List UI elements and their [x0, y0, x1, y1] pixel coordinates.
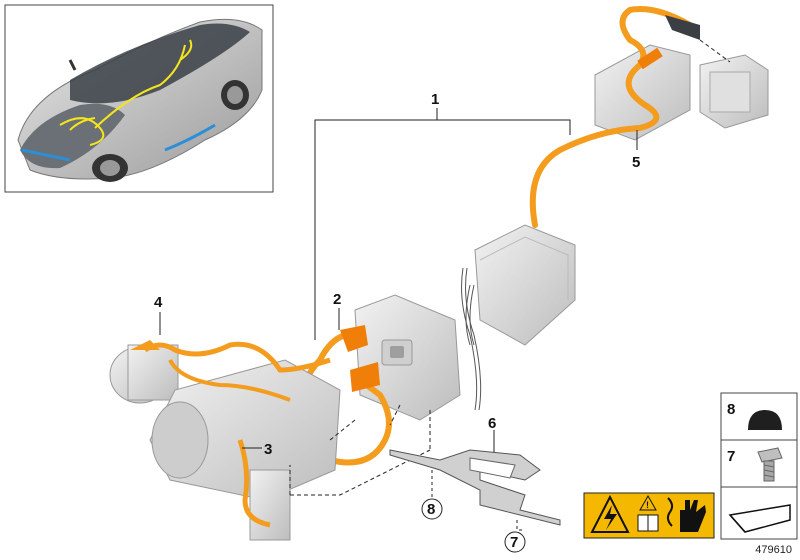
high-voltage-cable-4 — [143, 341, 331, 402]
callout-5: 5 — [632, 130, 640, 171]
svg-text:!: ! — [646, 500, 649, 510]
catalog-number: 479610 — [755, 544, 792, 556]
assembly-guides — [289, 404, 431, 496]
legend-box: 8 7 — [720, 392, 798, 540]
read-manual-icon: ! — [637, 494, 659, 532]
callout-4: 4 — [154, 294, 163, 335]
seal-gasket-6 — [389, 449, 561, 526]
callout-3-label: 3 — [264, 441, 272, 458]
high-voltage-warning-icon — [590, 494, 630, 533]
warning-label: ! — [583, 492, 715, 539]
callout-8: 8 — [421, 470, 443, 520]
power-electronics-rear — [594, 44, 691, 141]
legend-item-8-label: 8 — [727, 401, 735, 418]
callout-7: 7 — [504, 520, 526, 553]
heater-assembly — [149, 359, 341, 541]
battery-unit — [465, 224, 576, 346]
callout-8-label: 8 — [427, 501, 435, 518]
callout-4-label: 4 — [154, 294, 163, 311]
vehicle-inset — [4, 4, 274, 193]
rubber-cap-icon — [748, 410, 782, 430]
car-illustration — [17, 18, 263, 182]
high-voltage-cable-3 — [237, 439, 271, 528]
callout-1-label: 1 — [431, 91, 439, 108]
callout-6: 6 — [488, 415, 496, 452]
callout-2: 2 — [333, 291, 341, 330]
callout-2-label: 2 — [333, 291, 341, 308]
wedge-shim-icon — [728, 504, 791, 533]
hex-bolt-icon — [757, 447, 783, 482]
electric-machine-electronics — [354, 294, 461, 421]
callout-6-label: 6 — [488, 415, 496, 432]
callout-7-label: 7 — [510, 534, 518, 551]
callout-1: 1 — [314, 91, 571, 340]
high-voltage-cable-5 — [529, 6, 700, 228]
do-not-touch-hand-icon — [666, 497, 706, 532]
callout-3: 3 — [242, 441, 272, 458]
legend-item-7-label: 7 — [727, 448, 735, 465]
electric-motor-rear — [699, 54, 769, 129]
callout-5-label: 5 — [632, 154, 640, 171]
ac-compressor — [109, 340, 179, 404]
